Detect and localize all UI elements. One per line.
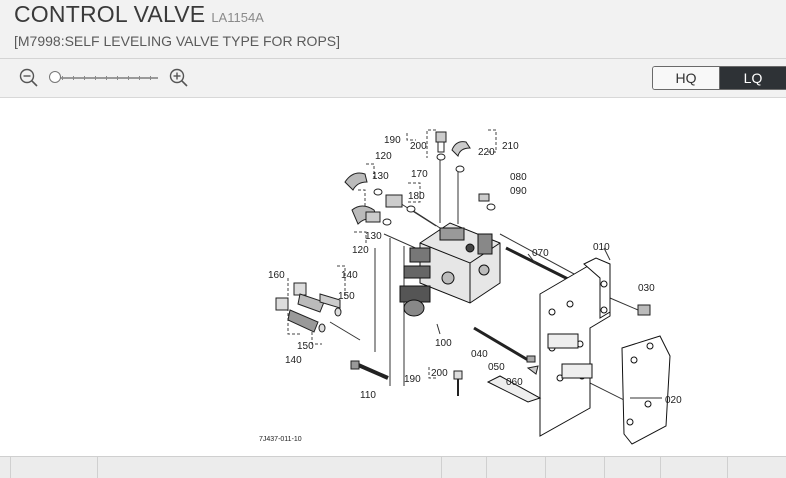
callout-070[interactable]: 070 [532, 248, 549, 259]
page-subtitle: [M7998:SELF LEVELING VALVE TYPE FOR ROPS… [14, 33, 341, 49]
callout-060[interactable]: 060 [506, 377, 523, 388]
drawing-number: 7J437-011-10 [259, 436, 302, 443]
callout-040[interactable]: 040 [471, 349, 488, 360]
callout-200[interactable]: 200 [410, 141, 427, 152]
exploded-view-drawing: 190 200 210 220 120 130 170 180 080 090 … [259, 129, 682, 445]
callout-190b[interactable]: 190 [404, 374, 421, 385]
callout-110[interactable]: 110 [360, 390, 376, 401]
callout-010[interactable]: 010 [593, 242, 610, 253]
callout-160[interactable]: 160 [268, 270, 285, 281]
callout-200b[interactable]: 200 [431, 368, 448, 379]
callout-210[interactable]: 210 [502, 141, 519, 152]
callout-140b[interactable]: 140 [285, 355, 302, 366]
title-row: CONTROL VALVE LA1154A [14, 1, 264, 28]
footer-cell [0, 457, 11, 478]
footer-cell [11, 457, 98, 478]
callout-120b[interactable]: 120 [352, 245, 369, 256]
part-code: LA1154A [211, 10, 264, 25]
zoom-in-icon[interactable] [169, 68, 189, 88]
callout-150[interactable]: 150 [338, 291, 355, 302]
footer-cell [98, 457, 442, 478]
callout-080[interactable]: 080 [510, 172, 527, 183]
slider-thumb[interactable] [49, 71, 61, 83]
callout-150b[interactable]: 150 [297, 341, 314, 352]
footer-cell [442, 457, 487, 478]
footer-cell [661, 457, 728, 478]
lq-button[interactable]: LQ [720, 67, 786, 89]
callout-190[interactable]: 190 [384, 135, 401, 146]
page-header: CONTROL VALVE LA1154A [M7998:SELF LEVELIN… [0, 0, 786, 59]
callout-220[interactable]: 220 [478, 147, 495, 158]
footer-cell [546, 457, 605, 478]
zoom-slider[interactable] [48, 70, 160, 86]
quality-toggle: HQ LQ [652, 66, 786, 90]
callout-130b[interactable]: 130 [365, 231, 382, 242]
callout-130[interactable]: 130 [372, 171, 389, 182]
callout-090[interactable]: 090 [510, 186, 527, 197]
callout-180[interactable]: 180 [408, 191, 425, 202]
footer-cell [605, 457, 661, 478]
callout-120[interactable]: 120 [375, 151, 392, 162]
callout-030[interactable]: 030 [638, 283, 655, 294]
callout-050[interactable]: 050 [488, 362, 505, 373]
zoom-out-icon[interactable] [19, 68, 39, 88]
hq-button[interactable]: HQ [653, 67, 720, 89]
page-title: CONTROL VALVE [14, 1, 206, 27]
slider-ticks [62, 76, 152, 80]
callout-020[interactable]: 020 [665, 395, 682, 406]
footer-cell [487, 457, 546, 478]
parts-diagram[interactable]: 190 200 210 220 120 130 170 180 080 090 … [0, 98, 786, 454]
callout-140[interactable]: 140 [341, 270, 358, 281]
callout-100[interactable]: 100 [435, 338, 452, 349]
callout-170[interactable]: 170 [411, 169, 428, 180]
footer-bar [0, 456, 786, 478]
